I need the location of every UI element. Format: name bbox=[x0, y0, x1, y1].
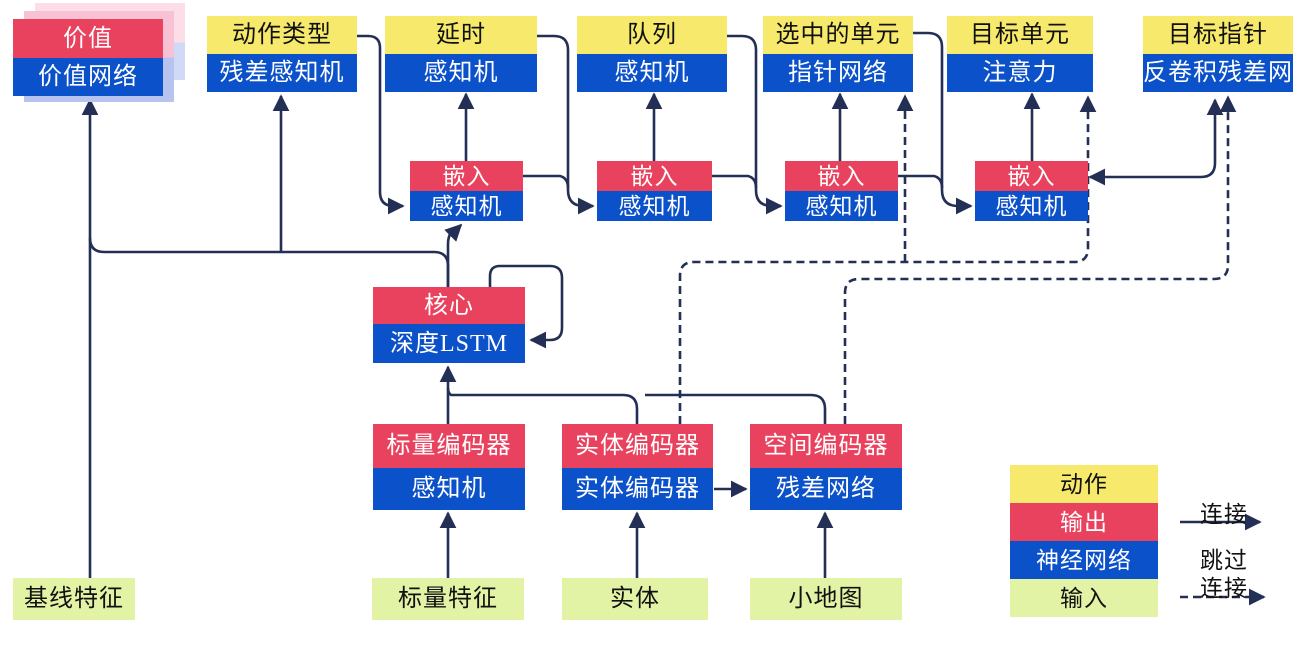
input-minimap-label: 小地图 bbox=[750, 578, 902, 620]
node-action-type: 动作类型残差感知机 bbox=[207, 16, 357, 92]
edge-spatial-encoder-core bbox=[645, 393, 827, 424]
node-selected-units: 选中的单元指针网络 bbox=[763, 16, 913, 92]
node-spatial-encoder-body: 残差网络 bbox=[750, 468, 902, 510]
edge-core-embed-1 bbox=[444, 223, 463, 288]
node-value-body: 价值网络 bbox=[13, 58, 163, 96]
edge-embed-1-embed-2 bbox=[523, 174, 570, 189]
node-core-header: 核心 bbox=[373, 287, 525, 324]
node-action-type-header: 动作类型 bbox=[207, 16, 357, 54]
edge-entity-encoder-target-unit bbox=[678, 95, 1097, 424]
node-value-header: 价值 bbox=[13, 19, 163, 58]
edge-core-core bbox=[488, 264, 564, 349]
node-value: 价值价值网络 bbox=[13, 3, 185, 102]
input-scalar-features: 标量特征 bbox=[372, 578, 524, 620]
node-embed-1-header: 嵌入 bbox=[410, 161, 523, 191]
node-entity-encoder: 实体编码器实体编码器 bbox=[562, 424, 713, 510]
node-embed-1-body: 感知机 bbox=[410, 191, 523, 221]
node-target-unit-body: 注意力 bbox=[947, 54, 1093, 92]
legend-label-skip-line2: 连接 bbox=[1200, 576, 1248, 601]
node-delay-header: 延时 bbox=[385, 16, 537, 54]
edge-embed-4-target-point bbox=[1088, 98, 1224, 186]
node-core-body: 深度LSTM bbox=[373, 324, 525, 363]
node-target-point: 目标指针反卷积残差网 bbox=[1143, 16, 1293, 92]
node-entity-encoder-header: 实体编码器 bbox=[562, 424, 713, 468]
node-embed-4-body: 感知机 bbox=[975, 191, 1088, 221]
node-scalar-encoder-header: 标量编码器 bbox=[373, 424, 525, 468]
node-selected-units-header: 选中的单元 bbox=[763, 16, 913, 54]
input-minimap: 小地图 bbox=[750, 578, 902, 620]
node-spatial-encoder-header: 空间编码器 bbox=[750, 424, 902, 468]
legend-item-input: 输入 bbox=[1010, 579, 1158, 617]
node-target-unit: 目标单元注意力 bbox=[947, 16, 1093, 92]
node-action-type-body: 残差感知机 bbox=[207, 54, 357, 92]
node-embed-1: 嵌入感知机 bbox=[410, 161, 523, 221]
input-entities: 实体 bbox=[562, 578, 708, 620]
input-entities-label: 实体 bbox=[562, 578, 708, 620]
edge-spatial-encoder-target-point bbox=[843, 95, 1237, 424]
edge-queue-embed-3 bbox=[727, 34, 783, 215]
edge-embed-2-embed-3 bbox=[712, 174, 758, 189]
node-scalar-encoder: 标量编码器感知机 bbox=[373, 424, 525, 510]
edge-entity-encoder-core bbox=[446, 387, 639, 424]
node-embed-2-body: 感知机 bbox=[597, 191, 712, 221]
edge-action-type-embed-1 bbox=[357, 34, 405, 215]
edge-core-value bbox=[88, 237, 450, 288]
node-core: 核心深度LSTM bbox=[373, 287, 525, 363]
input-scalar-features-label: 标量特征 bbox=[372, 578, 524, 620]
legend-item-output: 输出 bbox=[1010, 503, 1158, 541]
edge-delay-embed-2 bbox=[537, 34, 595, 215]
legend-item-action: 动作 bbox=[1010, 465, 1158, 503]
node-target-unit-header: 目标单元 bbox=[947, 16, 1093, 54]
node-spatial-encoder: 空间编码器残差网络 bbox=[750, 424, 902, 510]
edge-selected-units-embed-4 bbox=[913, 31, 973, 215]
legend-label-skip-line1: 跳过 bbox=[1200, 548, 1248, 573]
node-embed-3-header: 嵌入 bbox=[785, 161, 898, 191]
node-queue-header: 队列 bbox=[577, 16, 727, 54]
node-embed-4-header: 嵌入 bbox=[975, 161, 1088, 191]
legend-label-connection: 连接 bbox=[1200, 502, 1248, 527]
input-baseline-features: 基线特征 bbox=[13, 578, 135, 620]
node-embed-4: 嵌入感知机 bbox=[975, 161, 1088, 221]
node-entity-encoder-body: 实体编码器 bbox=[562, 468, 713, 510]
node-target-point-header: 目标指针 bbox=[1143, 16, 1293, 54]
node-delay-body: 感知机 bbox=[385, 54, 537, 92]
node-delay: 延时感知机 bbox=[385, 16, 537, 92]
node-embed-2: 嵌入感知机 bbox=[597, 161, 712, 221]
input-baseline-features-label: 基线特征 bbox=[13, 578, 135, 620]
node-queue-body: 感知机 bbox=[577, 54, 727, 92]
legend-item-nn: 神经网络 bbox=[1010, 541, 1158, 579]
node-embed-2-header: 嵌入 bbox=[597, 161, 712, 191]
node-embed-3: 嵌入感知机 bbox=[785, 161, 898, 221]
legend-color-key: 动作输出神经网络输入 bbox=[1010, 465, 1158, 617]
node-selected-units-body: 指针网络 bbox=[763, 54, 913, 92]
node-scalar-encoder-body: 感知机 bbox=[373, 468, 525, 510]
node-target-point-body: 反卷积残差网 bbox=[1143, 54, 1293, 92]
node-embed-3-body: 感知机 bbox=[785, 191, 898, 221]
node-queue: 队列感知机 bbox=[577, 16, 727, 92]
